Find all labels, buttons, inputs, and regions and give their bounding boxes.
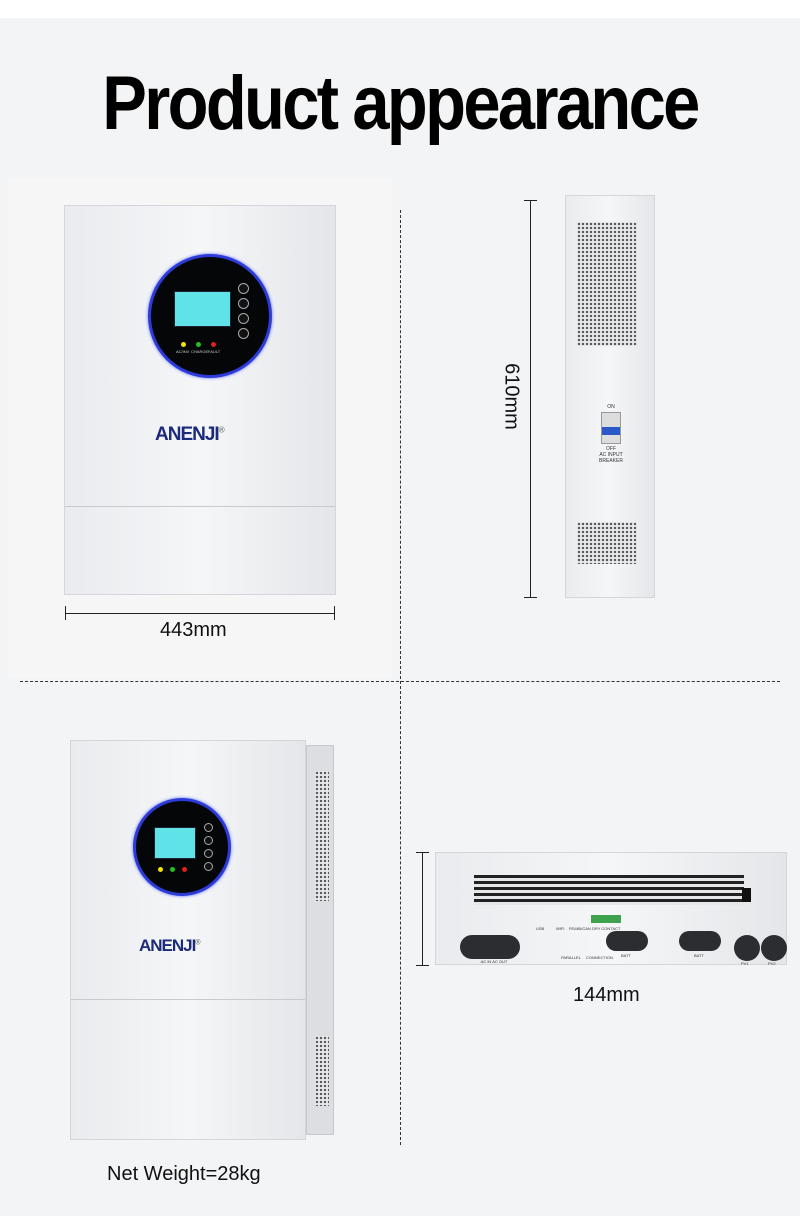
enter-icon — [238, 328, 249, 339]
width-dimension-line — [66, 613, 334, 614]
divider-vertical — [400, 210, 401, 1145]
height-label: 610mm — [500, 363, 523, 430]
height-dimension-line — [530, 200, 531, 597]
led-label: FAULT — [208, 349, 221, 354]
vent-slots — [474, 875, 744, 905]
bottom-view-inverter: AC IN AC OUT USB WIFI RS485/CAN DRY CONT… — [435, 852, 787, 966]
page-title: Product appearance — [102, 61, 700, 146]
brand-logo: ANENJI® — [139, 936, 201, 955]
dimension-tick — [524, 200, 537, 201]
lcd-screen — [154, 827, 196, 859]
down-icon — [238, 313, 249, 324]
batt-grommet — [606, 931, 648, 951]
vent-grille — [315, 1036, 329, 1106]
batt-grommet — [679, 931, 721, 951]
enter-icon — [204, 862, 213, 871]
depth-dimension-line — [422, 852, 423, 965]
port-label: CONNECTION — [586, 955, 613, 960]
dry-contact-terminal — [591, 915, 621, 923]
side-view-inverter: ON OFF AC INPUT BREAKER — [565, 195, 655, 598]
led-label: AC/INV — [176, 349, 190, 354]
vent-grille — [577, 222, 637, 346]
pv2-grommet — [761, 935, 787, 961]
inverter-side-panel — [306, 745, 334, 1135]
port-label: AC IN AC OUT — [480, 959, 508, 964]
display-panel: AC/INV CHARGE FAULT — [148, 254, 272, 378]
led-fault — [182, 867, 187, 872]
down-icon — [204, 849, 213, 858]
port-label: USB — [536, 926, 545, 931]
front-view-inverter: AC/INV CHARGE FAULT ANENJI® — [64, 205, 336, 595]
depth-label: 144mm — [573, 984, 640, 1006]
breaker-on-label: ON — [607, 404, 615, 410]
port-label: WIFI — [556, 926, 565, 931]
perspective-view-inverter: ANENJI® — [70, 740, 306, 1140]
led-fault — [211, 342, 216, 347]
ac-grommet — [460, 935, 520, 959]
net-weight-label: Net Weight=28kg — [107, 1163, 261, 1185]
led-charge — [196, 342, 201, 347]
width-label: 443mm — [160, 619, 227, 641]
breaker-off-label: OFF — [606, 446, 616, 452]
port-label: PARALLEL — [561, 955, 581, 960]
vent-grille — [577, 522, 637, 564]
up-icon — [238, 298, 249, 309]
breaker-label: AC INPUT BREAKER — [599, 452, 623, 464]
dimension-tick — [334, 606, 335, 620]
setting-icon — [204, 823, 213, 832]
dimension-tick — [416, 965, 429, 966]
led-charge — [170, 867, 175, 872]
dimension-tick — [524, 597, 537, 598]
port-label: DRY CONTACT — [592, 926, 621, 931]
led-ac — [181, 342, 186, 347]
port-label: BATT — [694, 953, 704, 958]
setting-icon — [238, 283, 249, 294]
led-label: CHARGE — [191, 349, 209, 354]
lcd-screen — [174, 291, 231, 327]
vent-grille — [315, 771, 329, 901]
divider-horizontal — [20, 681, 780, 682]
dimension-tick — [65, 606, 66, 620]
power-switch — [742, 888, 751, 902]
up-icon — [204, 836, 213, 845]
brand-logo: ANENJI® — [155, 424, 225, 445]
port-label: RS485/CAN — [569, 926, 591, 931]
port-label: PV1 — [741, 961, 749, 966]
ac-input-breaker — [601, 412, 621, 444]
led-ac — [158, 867, 163, 872]
dimension-tick — [416, 852, 429, 853]
port-label: BATT — [621, 953, 631, 958]
display-panel — [133, 798, 231, 896]
port-label: PV2 — [768, 961, 776, 966]
pv1-grommet — [734, 935, 760, 961]
